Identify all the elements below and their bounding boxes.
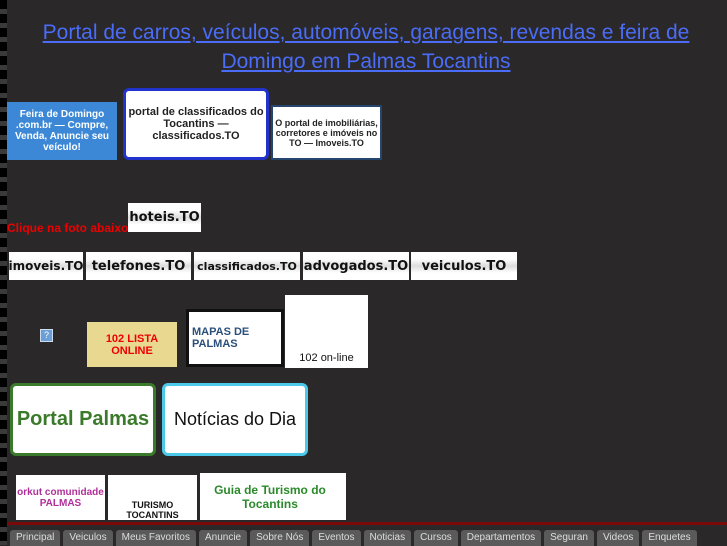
tab-sobre-nos[interactable]: Sobre Nós [250, 530, 310, 546]
tab-meus-favoritos[interactable]: Meus Favoritos [115, 530, 196, 546]
tab-enquetes[interactable]: Enquetes [642, 530, 697, 546]
classificados-link[interactable]: classificados.TO [194, 252, 300, 280]
advogados-link[interactable]: advogados.TO [303, 252, 409, 280]
portal-palmas-banner[interactable]: Portal Palmas [10, 383, 156, 456]
page-title[interactable]: Portal de carros, veículos, automóveis, … [42, 21, 690, 73]
orkut-banner[interactable]: orkut comunidade PALMAS [16, 475, 105, 520]
veiculos-link[interactable]: veiculos.TO [411, 252, 517, 280]
tab-principal[interactable]: Principal [10, 530, 61, 546]
tab-eventos[interactable]: Eventos [312, 530, 361, 546]
tab-anuncie[interactable]: Anuncie [198, 530, 248, 546]
divider [7, 522, 727, 525]
tab-cursos[interactable]: Cursos [414, 530, 458, 546]
102-online-banner[interactable]: 102 on-line [285, 295, 368, 368]
telefones-link[interactable]: telefones.TO [86, 252, 191, 280]
hoteis-banner[interactable]: hoteis.TO [128, 203, 201, 232]
noticias-banner[interactable]: Notícias do Dia [162, 383, 308, 456]
mapas-banner[interactable]: MAPAS DE PALMAS [186, 309, 284, 367]
tab-noticias[interactable]: Noticias [363, 530, 412, 546]
imoveis-banner[interactable]: O portal de imobiliárias, corretores e i… [271, 105, 382, 160]
lista-online-banner[interactable]: 102 LISTA ONLINE [87, 322, 177, 367]
broken-image-icon: ? [40, 329, 53, 342]
tab-seguran[interactable]: Seguran [544, 530, 594, 546]
turismo-banner[interactable]: TURISMO TOCANTINS [108, 475, 197, 520]
tab-departamentos[interactable]: Departamentos [460, 530, 542, 546]
tab-veiculos[interactable]: Veiculos [63, 530, 113, 546]
guia-turismo-banner[interactable]: Guia de Turismo do Tocantins [200, 473, 346, 520]
tab-videos[interactable]: Videos [596, 530, 640, 546]
nav-tabs: Principal Veiculos Meus Favoritos Anunci… [10, 530, 697, 546]
classificados-banner[interactable]: portal de classificados do Tocantins — c… [123, 88, 269, 160]
left-border [0, 0, 7, 545]
feira-de-domingo-banner[interactable]: Feira de Domingo .com.br — Compre, Venda… [7, 102, 117, 160]
click-instruction: Clique na foto abaixo: [7, 221, 133, 235]
imoveis-link[interactable]: imoveis.TO [9, 252, 83, 280]
